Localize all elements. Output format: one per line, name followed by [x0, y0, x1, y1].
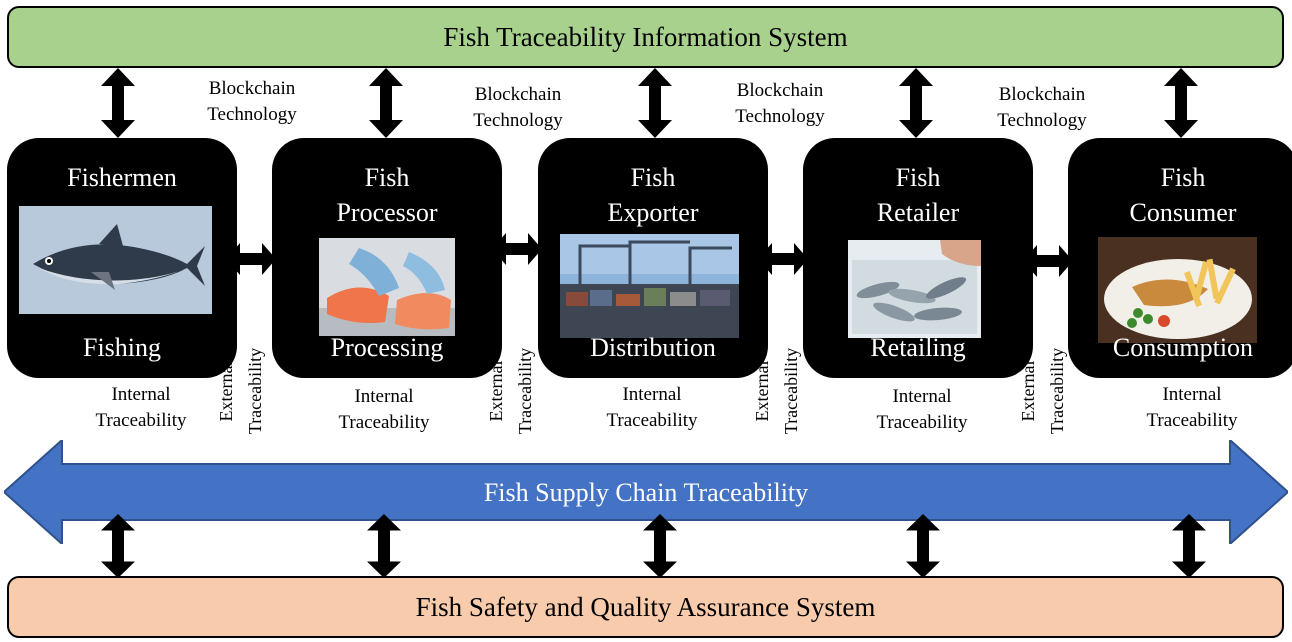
double-arrow-icon	[226, 243, 276, 275]
double-arrow-icon	[758, 243, 808, 275]
safety-quality-assurance-system-label: Fish Safety and Quality Assurance System	[415, 591, 876, 622]
stage-activity: Consumption	[1112, 333, 1254, 362]
stage-activity: Distribution	[590, 333, 716, 362]
stage-fish-exporter: Fish Exporter Distribution	[538, 138, 768, 378]
double-arrow-icon	[369, 68, 403, 138]
safety-quality-assurance-system-box: Fish Safety and Quality Assurance System	[7, 576, 1284, 638]
internal-traceability-label: Internal Traceability	[606, 384, 698, 431]
supply-chain-traceability-arrow	[4, 440, 1288, 544]
stage-activity: Fishing	[82, 333, 162, 362]
fish-and-chips-image	[1098, 237, 1257, 343]
stage-name: Fish Exporter	[607, 163, 699, 227]
stage-fish-processor: Fish Processor Processing	[272, 138, 502, 378]
double-arrow-icon	[101, 514, 135, 578]
tuna-fish-image	[19, 206, 212, 314]
stage-name: Fish Retailer	[876, 163, 960, 227]
internal-traceability-label: Internal Traceability	[1146, 384, 1238, 431]
salmon-fillet-image	[319, 238, 455, 336]
stage-name: Fish Processor	[336, 163, 438, 227]
external-traceability-label: External Traceability	[216, 347, 265, 435]
blockchain-technology-label: Blockchain Technology	[207, 78, 297, 125]
stage-fish-retailer: Fish Retailer Retailing	[803, 138, 1033, 378]
container-port-image	[560, 234, 739, 338]
double-arrow-icon	[906, 514, 940, 578]
external-traceability-label: External Traceability	[486, 347, 535, 435]
stage-fish-consumer: Fish Consumer Consumption	[1068, 138, 1292, 378]
blockchain-technology-label: Blockchain Technology	[997, 84, 1087, 131]
double-arrow-icon	[101, 68, 135, 138]
internal-traceability-label: Internal Traceability	[95, 384, 187, 431]
double-arrow-icon	[899, 68, 933, 138]
blockchain-technology-label: Blockchain Technology	[473, 84, 563, 131]
traceability-information-system-box: Fish Traceability Information System	[7, 6, 1284, 68]
fish-crate-image	[848, 240, 981, 338]
stage-name: Fish Consumer	[1129, 163, 1237, 227]
stage-activity: Processing	[330, 333, 444, 362]
double-arrow-icon	[492, 233, 542, 265]
traceability-information-system-label: Fish Traceability Information System	[443, 21, 848, 52]
stage-name: Fishermen	[67, 163, 177, 192]
internal-traceability-label: Internal Traceability	[338, 386, 430, 433]
external-traceability-label: External Traceability	[752, 347, 801, 435]
double-arrow-icon	[1172, 514, 1206, 578]
double-arrow-icon	[643, 514, 677, 578]
blockchain-technology-label: Blockchain Technology	[735, 80, 825, 127]
external-traceability-label: External Traceability	[1018, 347, 1067, 435]
stage-fishermen: Fishermen Fishing	[7, 138, 237, 378]
double-arrow-icon	[1164, 68, 1198, 138]
double-arrow-icon	[1023, 245, 1073, 277]
double-arrow-icon	[638, 68, 672, 138]
internal-traceability-label: Internal Traceability	[876, 386, 968, 433]
supply-chain-traceability-label: Fish Supply Chain Traceability	[483, 478, 809, 507]
stage-activity: Retailing	[870, 333, 966, 362]
double-arrow-icon	[367, 514, 401, 578]
